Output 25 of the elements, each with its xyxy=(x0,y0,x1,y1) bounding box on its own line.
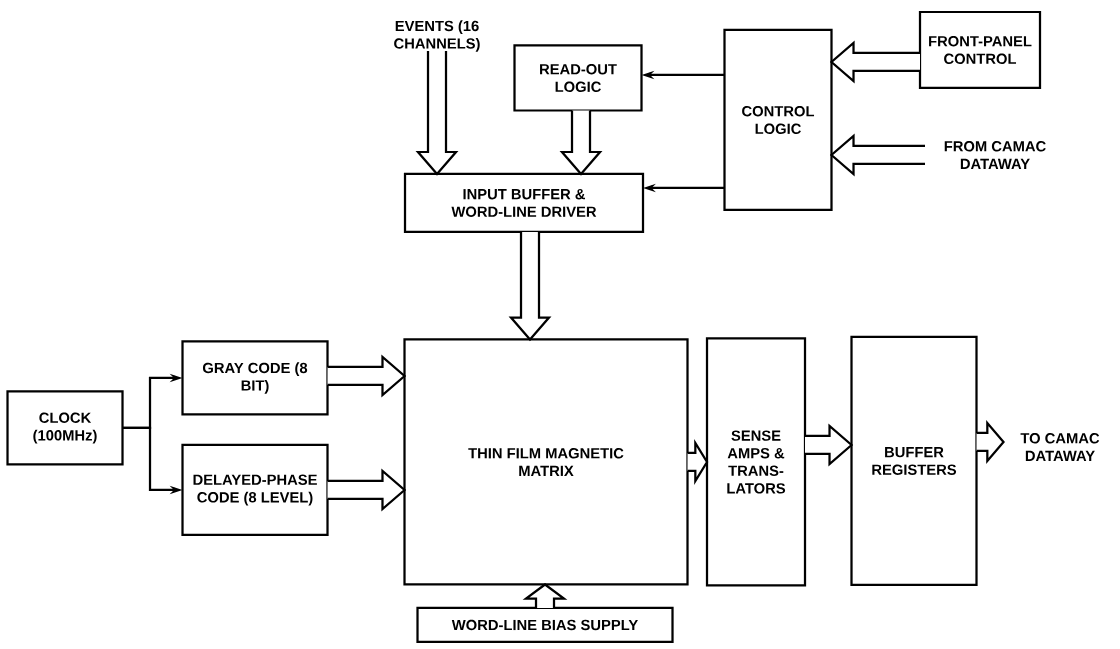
process-box: GRAY CODE (8 BIT) xyxy=(181,340,329,416)
bus-arrow xyxy=(803,423,854,467)
bus-arrow xyxy=(829,133,927,177)
bus-arrow xyxy=(559,109,603,176)
process-box: CLOCK (100MHz) xyxy=(6,390,124,466)
bus-arrow xyxy=(686,439,709,485)
process-box: SENSE AMPS & TRANS-LATORS xyxy=(705,337,807,587)
bus-arrow xyxy=(522,583,568,610)
process-box: CONTROL LOGIC xyxy=(723,28,833,212)
process-box: READ-OUT LOGIC xyxy=(513,44,643,112)
bus-arrow xyxy=(415,49,459,176)
signal-label: TO CAMAC DATAWAY xyxy=(1020,433,1100,461)
bus-arrow xyxy=(975,419,1005,465)
process-box: INPUT BUFFER & WORD-LINE DRIVER xyxy=(403,172,645,234)
process-box: WORD-LINE BIAS SUPPLY xyxy=(416,606,674,644)
process-box: THIN FILM MAGNETIC MATRIX xyxy=(403,338,689,586)
bus-arrow xyxy=(829,40,922,84)
signal-label: FROM CAMAC DATAWAY xyxy=(944,141,1046,169)
bus-arrow xyxy=(508,230,552,342)
process-box: FRONT-PANEL CONTROL xyxy=(918,10,1042,90)
process-box: DELAYED-PHASE CODE (8 LEVEL) xyxy=(181,443,329,537)
bus-arrow xyxy=(326,354,407,398)
process-box: BUFFER REGISTERS xyxy=(850,335,978,587)
bus-arrow xyxy=(326,468,407,512)
signal-label: EVENTS (16 CHANNELS) xyxy=(394,20,480,52)
